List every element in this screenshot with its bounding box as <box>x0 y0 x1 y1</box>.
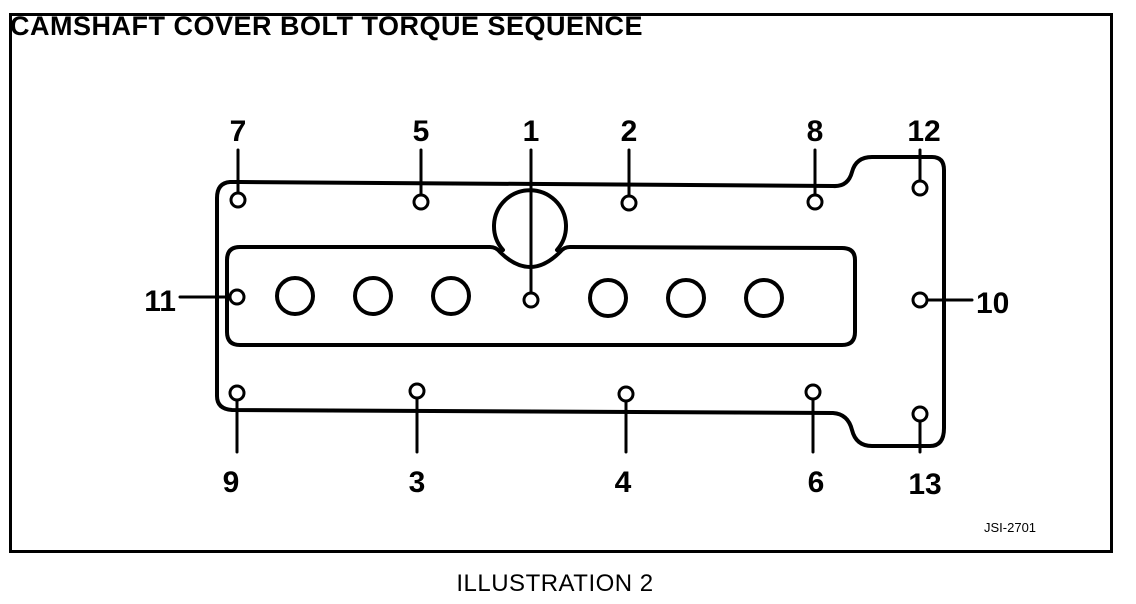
diagram-title: CAMSHAFT COVER BOLT TORQUE SEQUENCE <box>10 11 644 41</box>
inner-panel <box>225 245 857 347</box>
bolt-hole-13 <box>911 405 929 423</box>
bolt-hole-6 <box>804 383 822 401</box>
bolt-hole-8 <box>806 193 824 211</box>
bolt-label-4: 4 <box>615 466 632 499</box>
bolt-label-5: 5 <box>413 115 430 148</box>
bolt-hole-9 <box>228 384 246 402</box>
bolt-label-1: 1 <box>523 115 540 148</box>
bolt-hole-2 <box>620 194 638 212</box>
bolt-hole-7 <box>229 191 247 209</box>
bolt-hole-3 <box>408 382 426 400</box>
bolt-label-12: 12 <box>907 115 940 148</box>
reference-code: JSI-2701 <box>984 520 1037 535</box>
bolt-hole-10 <box>911 291 929 309</box>
bore-6 <box>744 278 784 318</box>
diagram-frame <box>9 13 1113 553</box>
bore-1 <box>275 276 315 316</box>
bolt-label-7: 7 <box>230 115 247 148</box>
bolt-label-10: 10 <box>976 287 1009 320</box>
bolt-label-13: 13 <box>908 468 941 501</box>
bolt-label-3: 3 <box>409 466 426 499</box>
bolt-label-9: 9 <box>223 466 240 499</box>
bolt-hole-12 <box>911 179 929 197</box>
illustration-caption: ILLUSTRATION 2 <box>456 570 654 597</box>
bolt-hole-1 <box>522 291 540 309</box>
bolt-hole-4 <box>617 385 635 403</box>
bolt-hole-5 <box>412 193 430 211</box>
bore-2 <box>353 276 393 316</box>
bolt-label-11: 11 <box>144 285 176 318</box>
bore-4 <box>588 278 628 318</box>
bolt-label-6: 6 <box>808 466 825 499</box>
bore-3 <box>431 276 471 316</box>
bolt-hole-11 <box>228 288 246 306</box>
cover-outline <box>215 155 946 448</box>
bolt-label-8: 8 <box>807 115 824 148</box>
bolt-label-2: 2 <box>621 115 638 148</box>
bore-5 <box>666 278 706 318</box>
